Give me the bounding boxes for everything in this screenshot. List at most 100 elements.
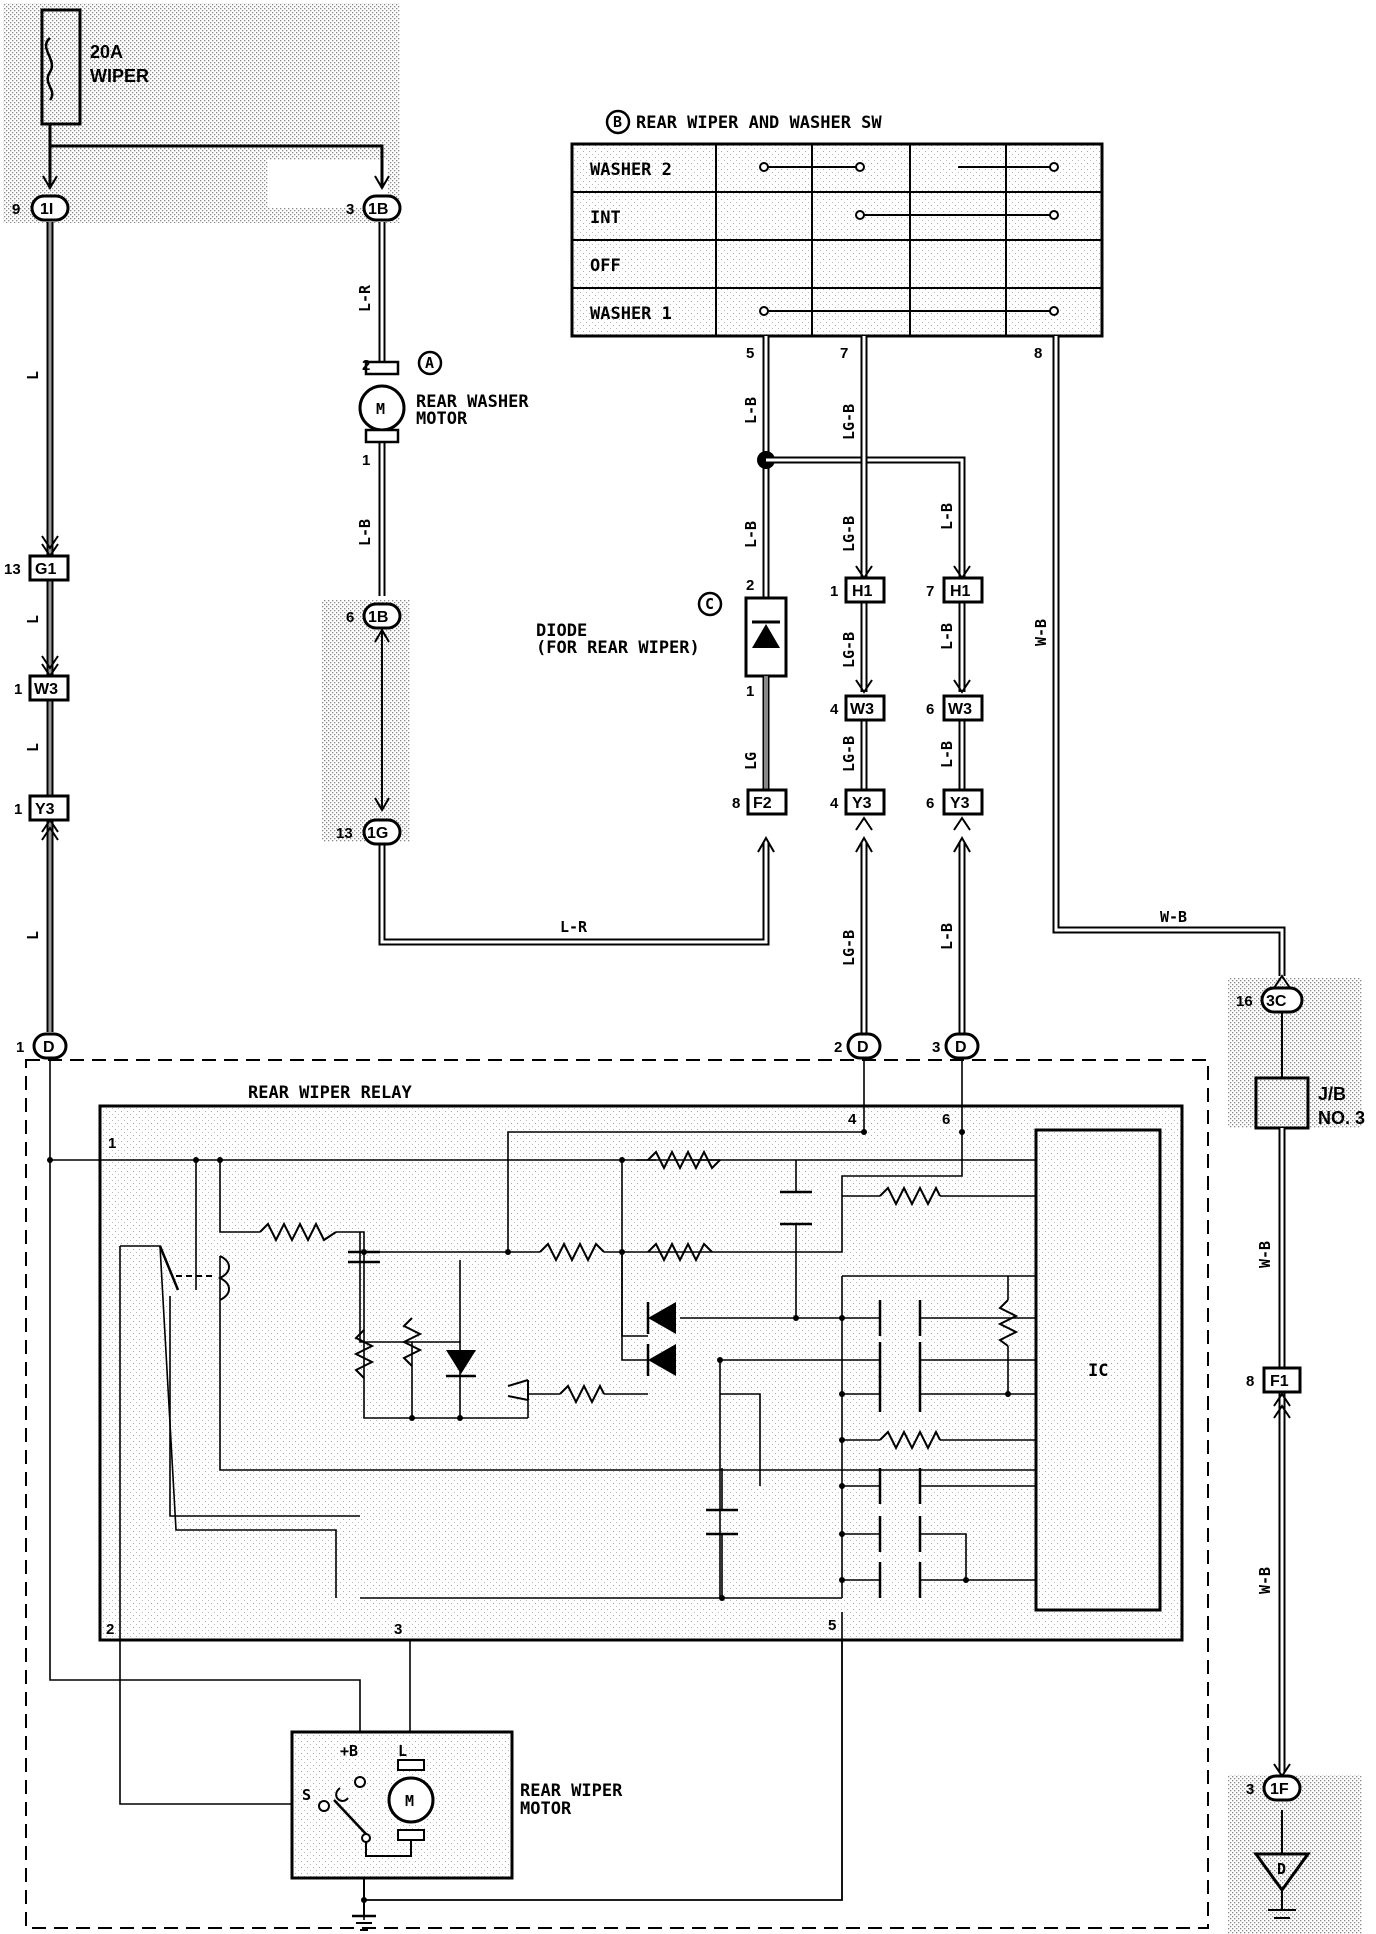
svg-text:1: 1 bbox=[830, 583, 838, 600]
svg-text:1G: 1G bbox=[367, 825, 388, 842]
connector-1B-mid: 1B 6 bbox=[346, 602, 402, 630]
relay-pin-2: 2 bbox=[106, 1621, 114, 1638]
svg-text:9: 9 bbox=[12, 201, 20, 218]
relay-name: REAR WIPER RELAY bbox=[248, 1083, 413, 1103]
svg-text:13: 13 bbox=[336, 825, 353, 842]
connector-Y3-a: Y3 4 bbox=[830, 788, 886, 831]
wire-label-wb-4: W-B bbox=[1256, 1567, 1274, 1594]
switch-pin-8: 8 bbox=[1034, 345, 1042, 362]
svg-text:1I: 1I bbox=[40, 201, 53, 218]
junction-block-no3: J/B NO. 3 bbox=[1254, 1076, 1365, 1130]
svg-text:1: 1 bbox=[14, 801, 22, 818]
jb-line2: NO. 3 bbox=[1318, 1108, 1365, 1128]
svg-text:1B: 1B bbox=[368, 201, 388, 218]
switch-pin-7: 7 bbox=[840, 345, 848, 362]
jb-line1: J/B bbox=[1318, 1084, 1346, 1104]
svg-text:13: 13 bbox=[4, 561, 21, 578]
svg-text:W3: W3 bbox=[850, 701, 874, 718]
diode-rear-wiper: C DIODE (FOR REAR WIPER) 2 1 bbox=[536, 577, 788, 700]
switch-pin-5: 5 bbox=[746, 345, 754, 362]
connector-F2: F2 8 bbox=[732, 788, 788, 816]
svg-text:1: 1 bbox=[14, 681, 22, 698]
svg-text:8: 8 bbox=[732, 795, 740, 812]
relay-pin-1: 1 bbox=[108, 1135, 116, 1152]
svg-text:Y3: Y3 bbox=[35, 801, 55, 818]
svg-text:2: 2 bbox=[834, 1039, 842, 1056]
connector-1I: 1I 9 bbox=[12, 194, 70, 222]
wire-label-lb-washer: L-B bbox=[356, 519, 374, 546]
washer-motor-marker: A bbox=[425, 354, 434, 372]
relay-to-motor-wires bbox=[49, 1058, 843, 1920]
wire-label-l-2: L bbox=[24, 615, 42, 624]
connector-Y3-left: Y3 1 bbox=[14, 794, 70, 841]
svg-text:3: 3 bbox=[1246, 1781, 1254, 1798]
svg-text:H1: H1 bbox=[852, 583, 873, 600]
relay-pin-3: 3 bbox=[394, 1621, 402, 1638]
switch-title: REAR WIPER AND WASHER SW bbox=[636, 113, 882, 133]
arrow-1I bbox=[42, 175, 58, 190]
switch-pos-int: INT bbox=[590, 208, 621, 228]
ground-label: D bbox=[1277, 1860, 1286, 1878]
wiper-motor-term-s: S bbox=[302, 1786, 311, 1804]
wire-label-wb-2: W-B bbox=[1160, 908, 1187, 926]
wire-label-lb-branch: L-B bbox=[938, 503, 956, 530]
svg-text:3: 3 bbox=[932, 1039, 940, 1056]
wire-label-l-4: L bbox=[24, 931, 42, 940]
rear-wiper-washer-switch: B REAR WIPER AND WASHER SW WASHER 2 INT … bbox=[570, 109, 1104, 362]
wiper-motor-term-b: +B bbox=[340, 1742, 358, 1760]
relay-pin-4: 4 bbox=[848, 1111, 857, 1128]
washer-motor-pin-bottom: 1 bbox=[362, 452, 370, 469]
svg-text:4: 4 bbox=[830, 701, 839, 718]
wiper-motor-name-1: REAR WIPER bbox=[520, 1781, 623, 1801]
relay-pin-5: 5 bbox=[828, 1617, 836, 1634]
connector-H1-b: H1 7 bbox=[926, 576, 984, 604]
wire-label-lr: L-R bbox=[356, 284, 374, 312]
fuse-20a-wiper: 20A WIPER bbox=[40, 8, 149, 126]
svg-text:Y3: Y3 bbox=[852, 795, 872, 812]
arrow-1B bbox=[374, 175, 390, 190]
connector-F1: F1 8 bbox=[1246, 1366, 1302, 1394]
motor-ground-symbol bbox=[352, 1878, 376, 1931]
relay-pin-6: 6 bbox=[942, 1111, 950, 1128]
connector-D-2: D 2 bbox=[834, 1032, 882, 1060]
svg-text:1B: 1B bbox=[368, 609, 388, 626]
connector-1B-1G-shading bbox=[322, 600, 410, 842]
wire-label-lgb-3: LG-B bbox=[840, 736, 858, 772]
wire-label-lr-bottom: L-R bbox=[560, 918, 588, 936]
diode-name-2: (FOR REAR WIPER) bbox=[536, 638, 700, 658]
diode-marker: C bbox=[705, 595, 714, 613]
connector-Y3-b: Y3 6 bbox=[926, 788, 984, 831]
svg-text:F2: F2 bbox=[753, 795, 772, 812]
wire-label-lgb-sw: LG-B bbox=[840, 404, 858, 440]
connector-1F: 1F 3 bbox=[1246, 1774, 1302, 1802]
connector-G1: G1 13 bbox=[4, 535, 70, 582]
svg-text:W3: W3 bbox=[34, 681, 58, 698]
fuse-rating: 20A bbox=[90, 42, 123, 62]
connector-3C: 3C 16 bbox=[1236, 986, 1304, 1014]
rear-wiper-relay: REAR WIPER RELAY IC 1 2 3 4 6 5 bbox=[47, 1058, 1184, 1901]
switch-marker: B bbox=[613, 113, 622, 131]
svg-text:G1: G1 bbox=[35, 561, 56, 578]
wire-label-lb-col-2: L-B bbox=[938, 623, 956, 650]
relay-assembly-boundary bbox=[25, 1059, 1209, 1929]
connector-1G: 1G 13 bbox=[336, 818, 402, 846]
connector-W3-left: W3 1 bbox=[14, 655, 70, 702]
switch-pos-off: OFF bbox=[590, 256, 621, 276]
wiper-motor-term-l: L bbox=[398, 1742, 407, 1760]
wiper-motor-name-2: MOTOR bbox=[520, 1799, 572, 1819]
fuse-feed-wire bbox=[48, 124, 384, 188]
connector-1B-top: 1B 3 bbox=[346, 194, 402, 222]
svg-text:W3: W3 bbox=[948, 701, 972, 718]
wire-label-l-1: L bbox=[24, 371, 42, 380]
connector-W3-b: W3 6 bbox=[926, 694, 984, 722]
svg-text:6: 6 bbox=[926, 701, 934, 718]
diode-pin-top: 2 bbox=[746, 577, 754, 594]
svg-text:16: 16 bbox=[1236, 993, 1253, 1010]
rear-wiper-motor: +B L S M REAR WIPER MOTOR bbox=[290, 1730, 623, 1880]
ground-symbol: D bbox=[1253, 1852, 1311, 1919]
svg-text:F1: F1 bbox=[1270, 1373, 1289, 1390]
svg-text:3: 3 bbox=[346, 201, 354, 218]
washer-motor-name-2: MOTOR bbox=[416, 409, 468, 429]
washer-motor-pin-top: 2 bbox=[362, 357, 370, 374]
